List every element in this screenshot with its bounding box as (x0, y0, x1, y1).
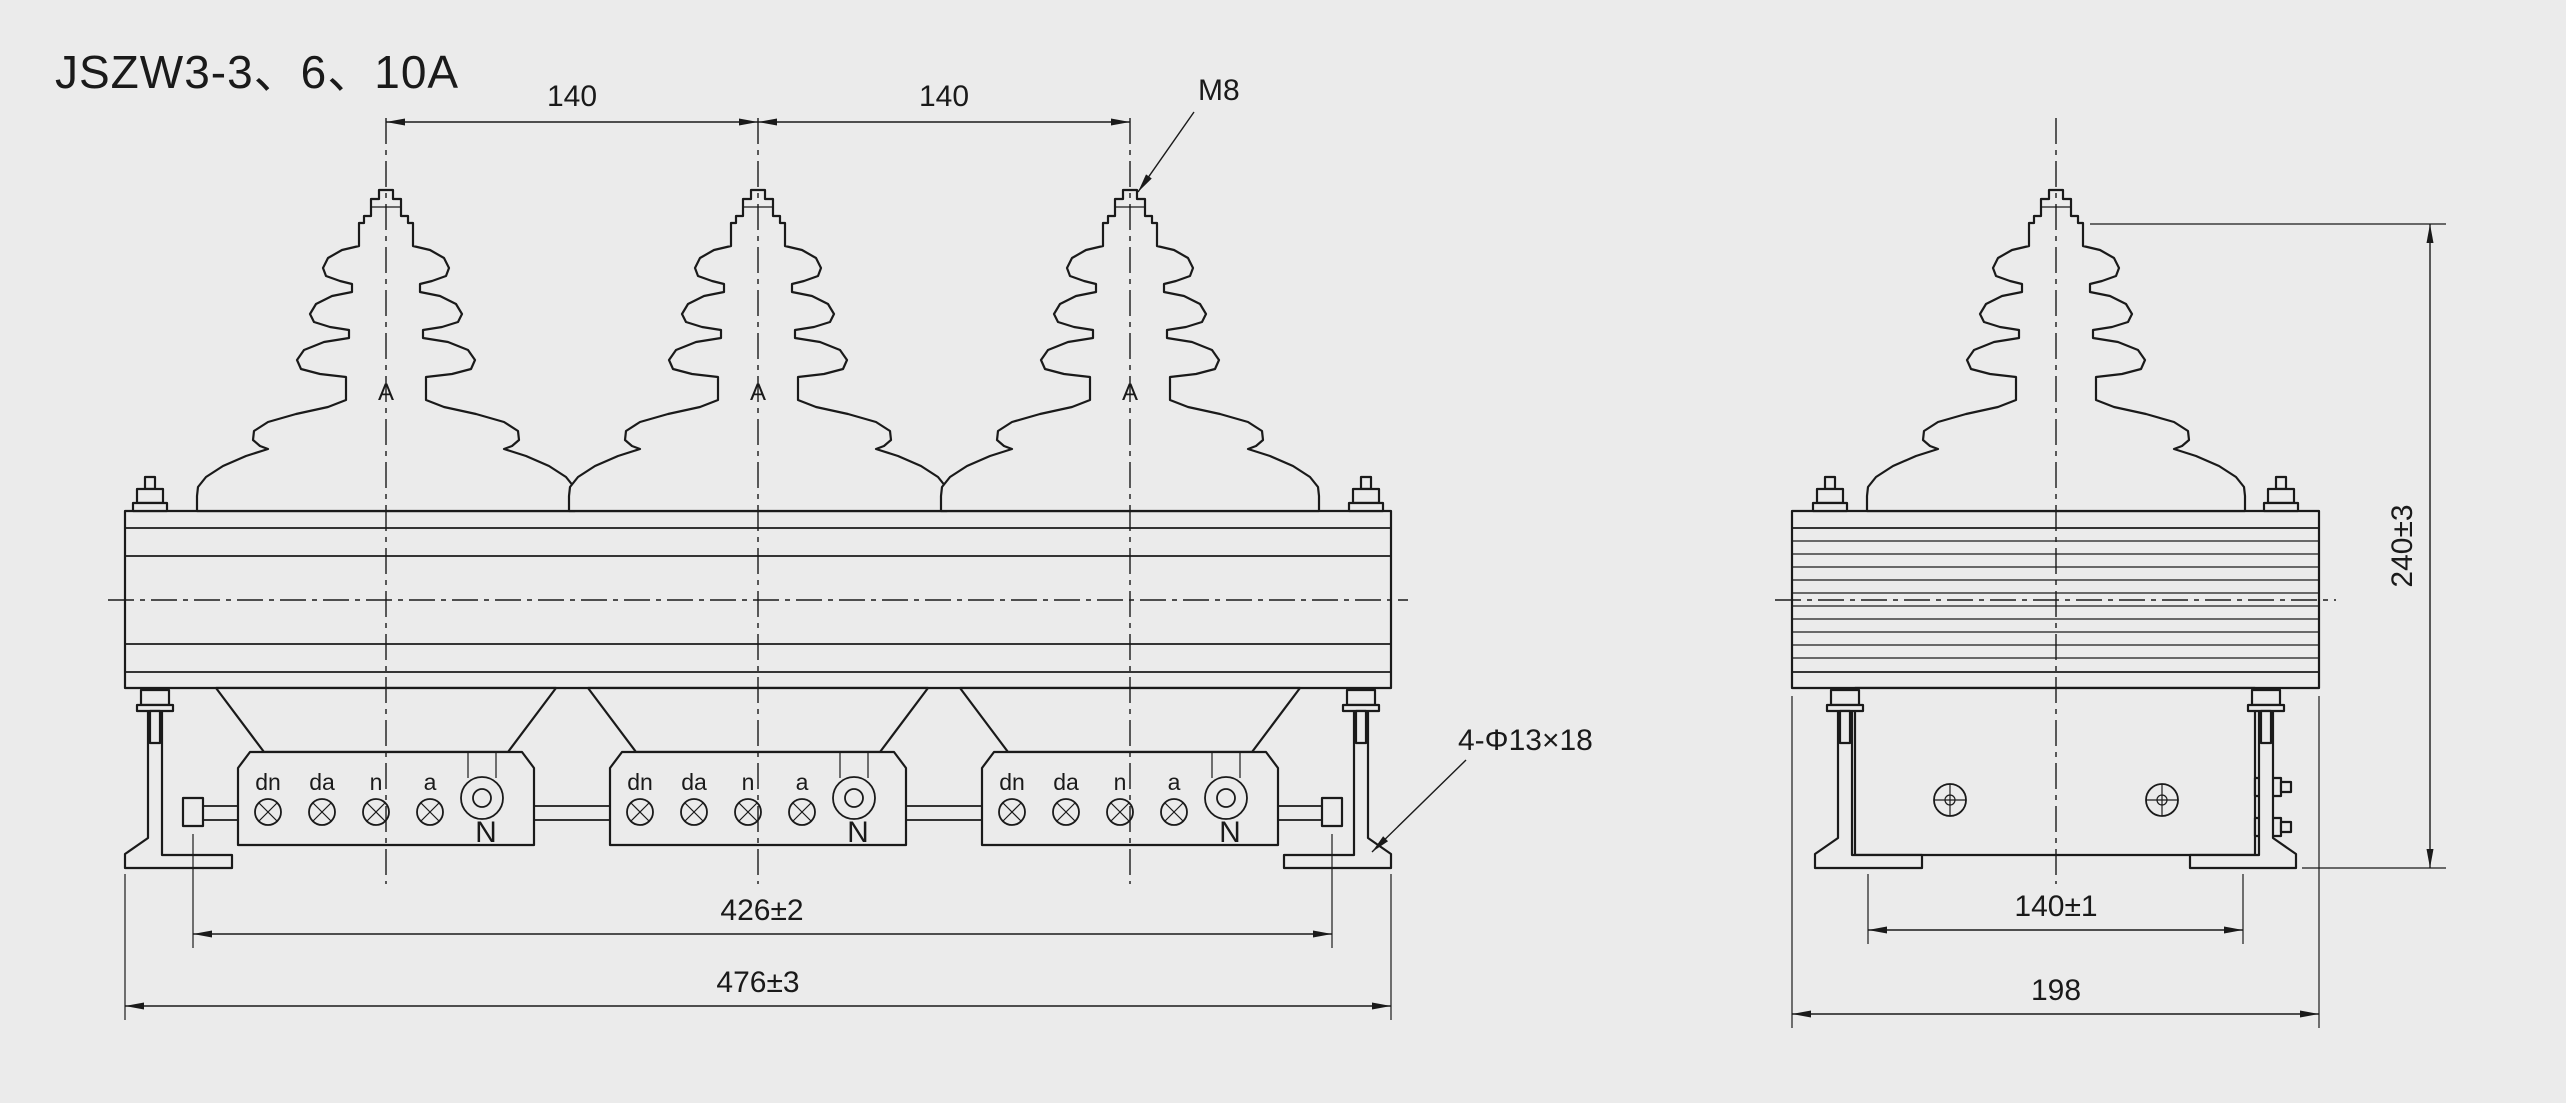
dim-198: 198 (2031, 974, 2081, 1007)
side-view: 240±3 140±1 198 (1775, 118, 2446, 1028)
side-terminal-box (1853, 686, 2257, 857)
dim-depth: 198 (1791, 696, 2320, 1028)
mount-bracket-left (123, 698, 234, 870)
dim-140-mount: 140±1 (2014, 890, 2097, 923)
drawing-title: JSZW3-3、6、10A (55, 46, 459, 98)
dim-476: 476±3 (716, 966, 799, 999)
dim-terminal-span: 426±2 (192, 834, 1333, 948)
rod-end-bolt-left (181, 796, 205, 828)
box-terminal-left (1933, 783, 1967, 817)
front-view: A A A (108, 74, 1593, 1020)
dim-overall-width: 476±3 (124, 874, 1392, 1020)
label-m8: M8 (1198, 74, 1240, 107)
dim-140-left: 140 (547, 80, 597, 113)
callout-m8: M8 (1137, 74, 1240, 193)
dim-height: 240±3 (2090, 223, 2446, 869)
rod-end-bolt-right (1320, 796, 1344, 828)
callout-mount-hole: 4-Φ13×18 (1371, 724, 1593, 853)
terminal-rod (181, 796, 1344, 828)
dim-426: 426±2 (720, 894, 803, 927)
dim-mount-span: 140±1 (1867, 874, 2244, 944)
dim-bushing-spacing: 140 140 (386, 80, 1130, 126)
box-terminal-right (2145, 783, 2179, 817)
dim-240: 240±3 (2386, 504, 2419, 587)
dim-140-right: 140 (919, 80, 969, 113)
label-mount-hole: 4-Φ13×18 (1458, 724, 1593, 757)
mount-bracket-right (1282, 698, 1393, 870)
